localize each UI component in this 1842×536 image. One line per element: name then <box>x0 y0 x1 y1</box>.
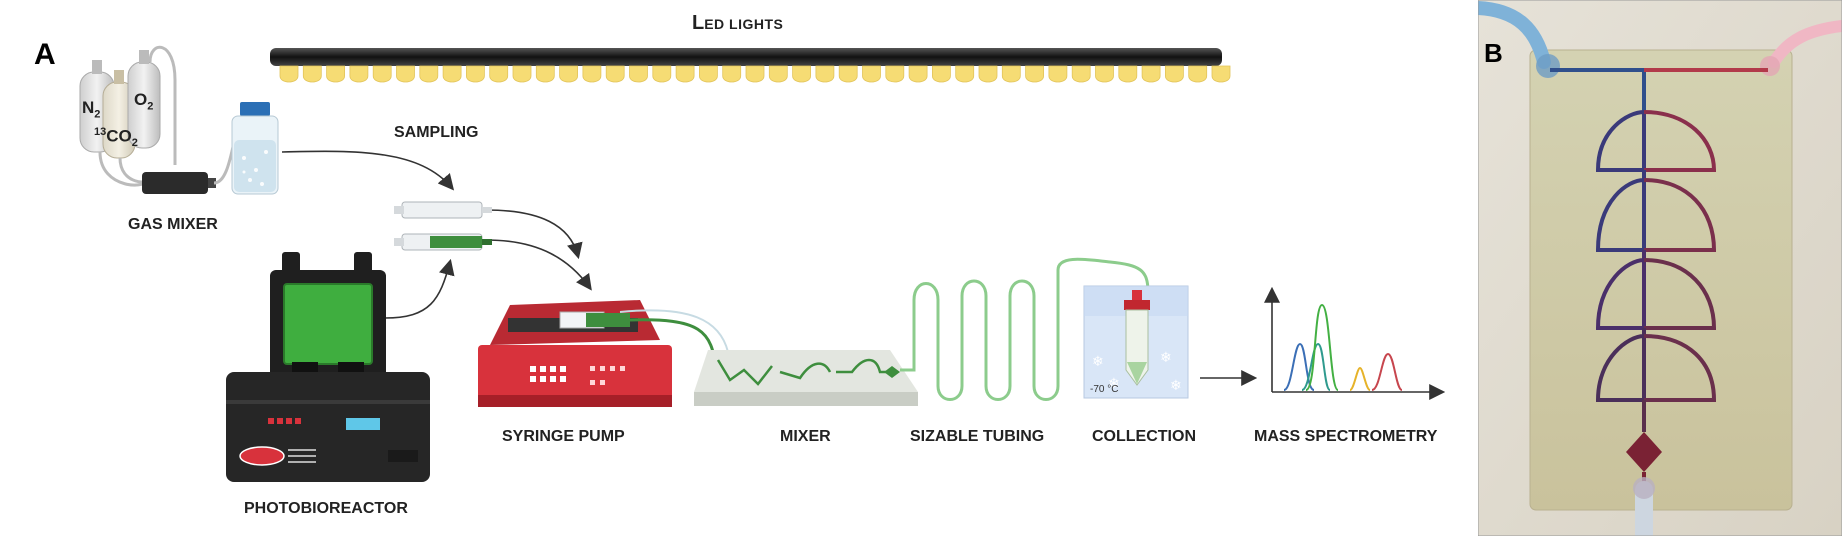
led-bulb <box>885 65 905 83</box>
led-bulb <box>349 65 369 83</box>
led-bulb <box>1165 65 1184 83</box>
svg-text:❄: ❄ <box>1092 354 1104 370</box>
led-bulb <box>1071 65 1091 83</box>
led-bulb <box>978 65 998 83</box>
led-bulb <box>1141 65 1161 83</box>
led-bulb <box>582 65 602 83</box>
gas-cylinders <box>79 45 177 187</box>
sizable-tubing <box>900 257 1150 401</box>
led-bulb <box>768 65 788 83</box>
sampling-label: SAMPLING <box>394 124 479 141</box>
o2-label: O2 <box>134 90 153 112</box>
led-bulb <box>629 65 648 83</box>
led-bulb <box>605 65 625 83</box>
o2-sub: 2 <box>147 100 154 113</box>
led-bulb <box>652 65 672 83</box>
led-title-first: L <box>692 12 705 34</box>
led-bulb <box>559 65 578 83</box>
collection-temperature: -70 °C <box>1090 384 1119 395</box>
led-bulb <box>955 65 975 83</box>
co2-sub: 2 <box>131 137 138 150</box>
mass-spectrum <box>1264 286 1446 400</box>
media-bottle <box>231 102 279 195</box>
led-bulb <box>815 65 835 83</box>
o2-text: O <box>134 90 148 109</box>
led-bulb <box>1095 65 1114 83</box>
mixer-label: MIXER <box>780 428 831 445</box>
syringes <box>394 201 492 251</box>
led-lights <box>270 48 1231 83</box>
n2-sub: 2 <box>94 108 101 121</box>
led-bulb <box>279 65 299 83</box>
led-bulb <box>1048 65 1068 83</box>
co2-sup: 13 <box>94 126 107 138</box>
led-bulb <box>1188 65 1208 83</box>
led-bulb <box>326 65 345 83</box>
collection: ❄❄ ❄❄ <box>1083 285 1189 399</box>
syringe-pump <box>478 300 729 407</box>
led-bulb <box>372 65 392 83</box>
mixer-chip <box>694 350 918 406</box>
n2-label: N2 <box>82 98 100 120</box>
n2-text: N <box>82 98 95 117</box>
led-bulb <box>675 65 695 83</box>
co2-label: 13CO2 <box>94 126 138 149</box>
led-bulb <box>1211 65 1231 83</box>
led-bulb <box>932 65 951 83</box>
led-bulb <box>442 65 462 83</box>
led-bulb <box>512 65 532 83</box>
led-bulb <box>1001 65 1021 83</box>
panel-a-letter: A <box>34 38 56 71</box>
led-bulb <box>396 65 415 83</box>
led-lights-label: LED LIGHTS <box>692 12 783 35</box>
svg-text:❄: ❄ <box>1170 378 1182 394</box>
led-bulb <box>862 65 881 83</box>
led-bulb <box>908 65 928 83</box>
led-bulb <box>535 65 555 83</box>
led-bulb <box>419 65 439 83</box>
led-title-rest: ED LIGHTS <box>704 16 784 32</box>
sizable-tubing-label: SIZABLE TUBING <box>910 428 1045 445</box>
co2-text: CO <box>106 126 132 146</box>
svg-text:❄: ❄ <box>1160 350 1172 366</box>
led-bulb <box>489 65 509 83</box>
mass-spectrometry-label: MASS SPECTROMETRY <box>1254 428 1438 445</box>
led-bulb <box>466 65 485 83</box>
led-bulb <box>302 65 322 83</box>
panel-b-letter: B <box>1484 38 1503 68</box>
led-bulb <box>722 65 742 83</box>
photobioreactor-label: PHOTOBIOREACTOR <box>244 500 408 517</box>
led-bulb <box>792 65 811 83</box>
panel-a-diagram: ❄❄ ❄❄ <box>79 45 1446 482</box>
led-bulb <box>745 65 765 83</box>
led-bulb <box>1118 65 1138 83</box>
led-bulbs <box>279 65 1231 83</box>
led-bulb <box>838 65 858 83</box>
panel-b-chip-photo <box>1478 0 1842 536</box>
led-bulb <box>1025 65 1044 83</box>
collection-label: COLLECTION <box>1092 428 1196 445</box>
led-bulb <box>699 65 718 83</box>
gas-mixer-label: GAS MIXER <box>128 216 218 233</box>
syringe-pump-label: SYRINGE PUMP <box>502 428 625 445</box>
photobioreactor <box>226 252 430 482</box>
svg-text:❄: ❄ <box>1108 376 1120 392</box>
